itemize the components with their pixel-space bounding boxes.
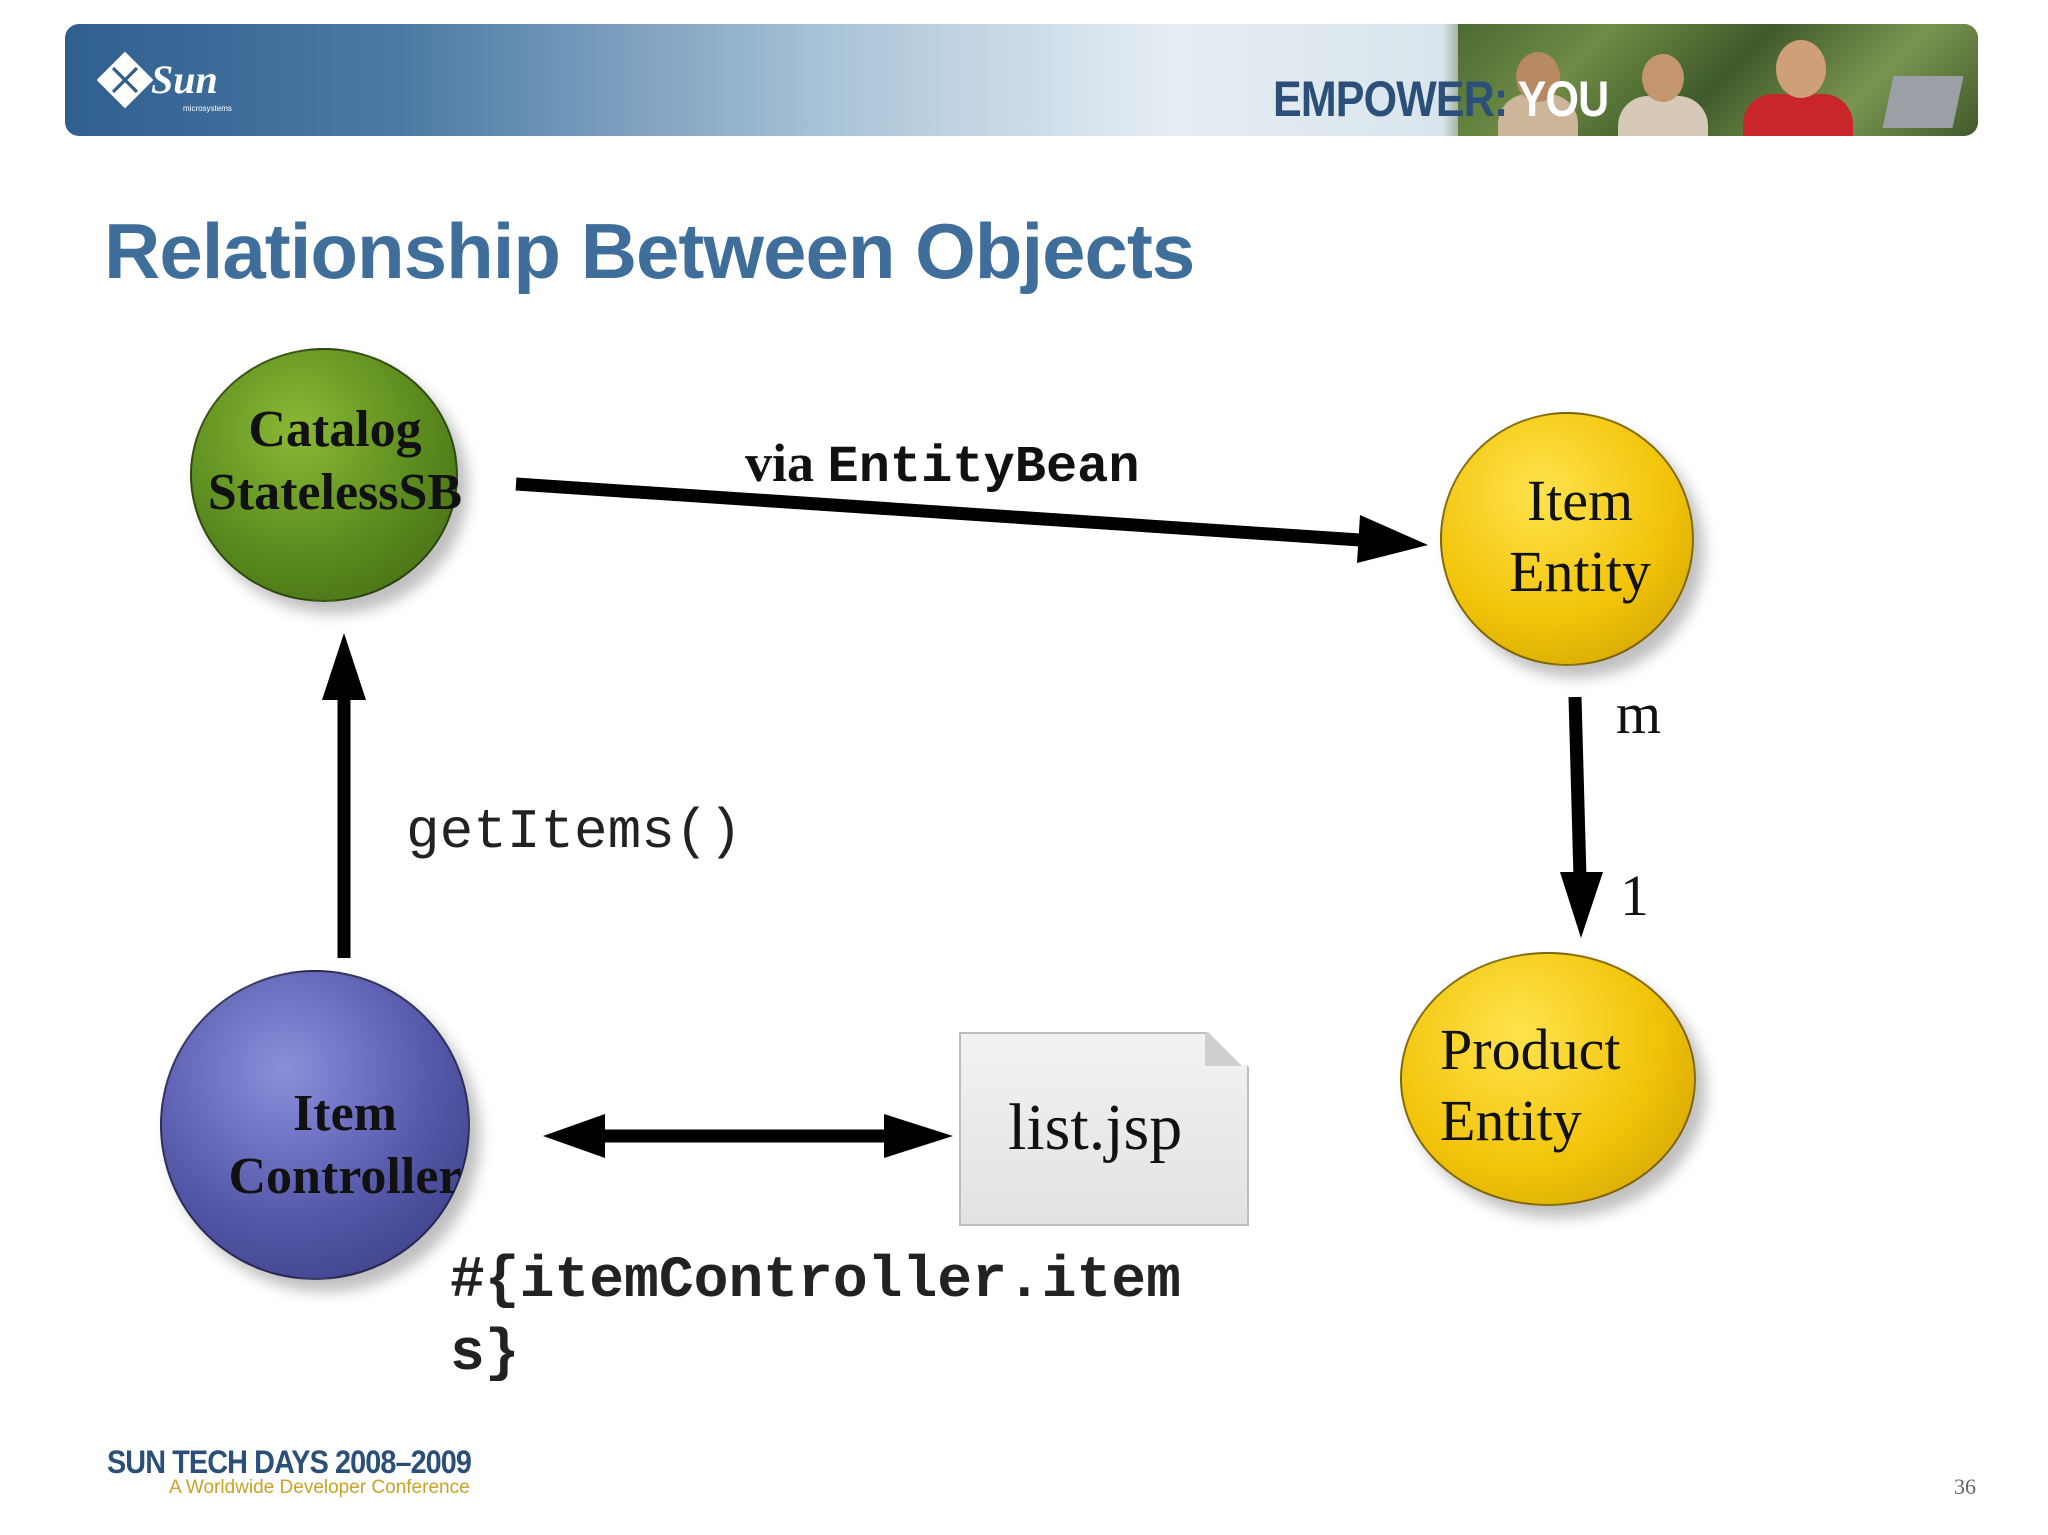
get-items-label: getItems() bbox=[406, 800, 743, 864]
item-entity-node bbox=[1440, 412, 1694, 666]
list-jsp-document bbox=[959, 1032, 1249, 1226]
catalog-stateless-sb-node bbox=[190, 348, 458, 602]
arrowhead-controller bbox=[543, 1114, 605, 1158]
product-entity-label-line2: Entity bbox=[1440, 1087, 1582, 1153]
item-controller-label-line1: Item bbox=[293, 1085, 397, 1142]
person-shirt bbox=[1743, 94, 1853, 136]
product-entity-node bbox=[1400, 952, 1696, 1206]
tagline-highlight: YOU bbox=[1517, 71, 1609, 127]
el-expression-label: #{itemController.item s} bbox=[450, 1246, 1181, 1391]
el-expression-line2: s} bbox=[450, 1321, 520, 1387]
footer-event-name: SUN TECH DAYS 2008–2009 bbox=[107, 1444, 472, 1480]
tagline-prefix: EMPOWER: bbox=[1273, 71, 1508, 127]
page-number: 36 bbox=[1954, 1474, 1976, 1499]
tagline: EMPOWER: YOU bbox=[1273, 70, 1609, 128]
arrow-catalog-to-item-entity bbox=[515, 477, 1376, 548]
sun-tech-days-logo: SUN TECH DAYS 2008–2009 A Worldwide Deve… bbox=[107, 1444, 511, 1499]
arrowhead-jsp bbox=[884, 1114, 953, 1158]
catalog-label-line2: StatelessSB bbox=[207, 464, 463, 522]
footer-subtitle: A Worldwide Developer Conference bbox=[169, 1477, 470, 1498]
document-fold-icon bbox=[1205, 1032, 1245, 1066]
header-photo bbox=[1458, 24, 1978, 136]
arrowhead-item-entity bbox=[1357, 515, 1428, 563]
arrow-item-to-product bbox=[1568, 696, 1587, 879]
el-expression-line1: #{itemController.item bbox=[450, 1249, 1181, 1314]
header-banner: Sun microsystems EMPOWER: YOU bbox=[65, 24, 1978, 136]
slide-title: Relationship Between Objects bbox=[104, 207, 1195, 295]
catalog-stateless-sb-label: Catalog StatelessSB bbox=[190, 398, 480, 525]
item-controller-label: Item Controller bbox=[200, 1082, 490, 1209]
person-head bbox=[1516, 52, 1560, 102]
multiplicity-many-label: m bbox=[1616, 681, 1662, 746]
person-head bbox=[1776, 40, 1826, 98]
arrowhead-catalog bbox=[322, 633, 366, 700]
product-entity-label-line1: Product bbox=[1440, 1017, 1621, 1082]
via-prefix: via bbox=[745, 433, 815, 493]
via-entitybean-label: via EntityBean bbox=[745, 432, 1140, 497]
sun-logo: Sun bbox=[96, 51, 218, 109]
arrowhead-product-entity bbox=[1560, 872, 1603, 938]
product-entity-label: Product Entity bbox=[1440, 1015, 1620, 1157]
sun-logo-text: Sun bbox=[151, 57, 218, 102]
multiplicity-one-label: 1 bbox=[1620, 863, 1649, 928]
item-controller-label-line2: Controller bbox=[228, 1148, 462, 1206]
catalog-label-line1: Catalog bbox=[248, 401, 422, 458]
person-head bbox=[1642, 54, 1684, 102]
person-shirt bbox=[1618, 96, 1708, 136]
via-entitybean-name: EntityBean bbox=[827, 438, 1140, 497]
list-jsp-label: list.jsp bbox=[1008, 1091, 1183, 1164]
item-entity-label-line1: Item bbox=[1526, 468, 1634, 533]
item-entity-label: Item Entity bbox=[1440, 466, 1720, 608]
item-entity-label-line2: Entity bbox=[1509, 538, 1651, 604]
item-controller-node bbox=[160, 970, 470, 1280]
sun-logo-subtext: microsystems bbox=[183, 104, 232, 113]
